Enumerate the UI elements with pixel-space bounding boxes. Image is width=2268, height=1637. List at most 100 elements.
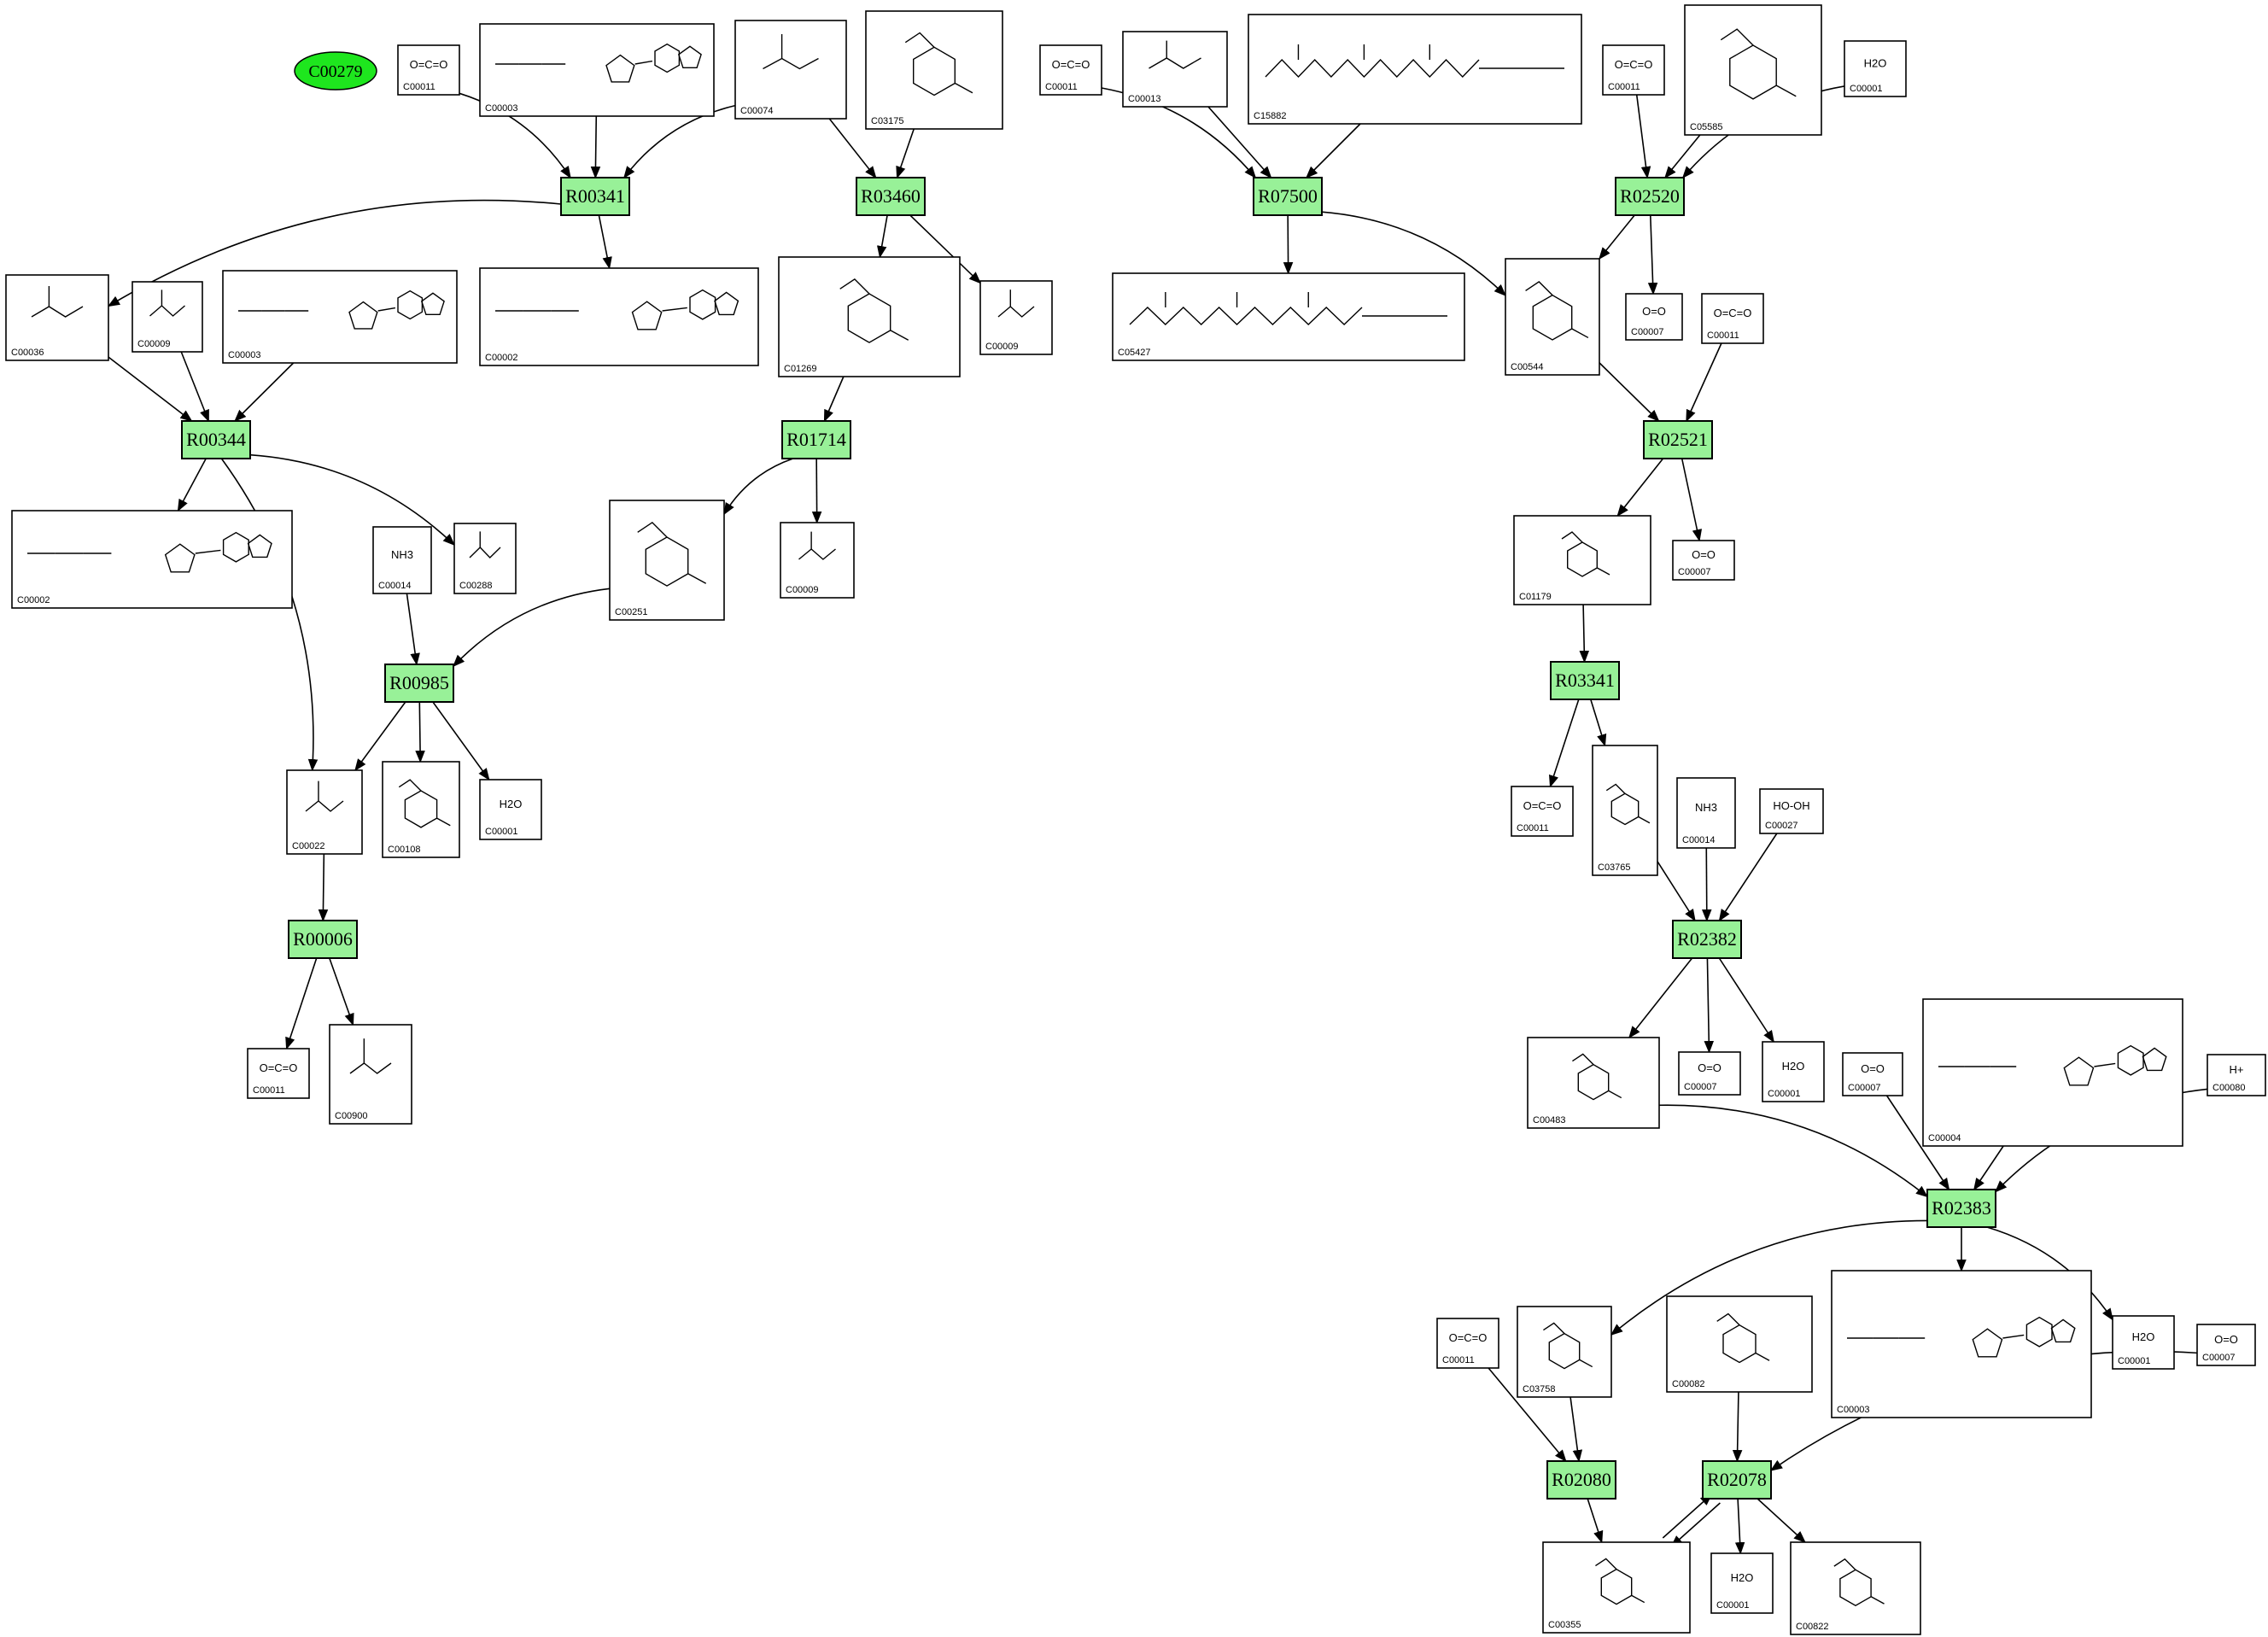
structure-polygon bbox=[654, 43, 681, 73]
compound-id: C00483 bbox=[1533, 1115, 1566, 1125]
compound-node-c17[interactable]: C05427 bbox=[1112, 272, 1465, 361]
reaction-node-r00344[interactable]: R00344 bbox=[181, 420, 251, 459]
structure-polyline bbox=[1608, 1090, 1622, 1099]
reaction-node-r07500[interactable]: R07500 bbox=[1253, 177, 1323, 216]
compound-node-c49[interactable]: C00355 bbox=[1542, 1541, 1691, 1634]
reaction-node-r03341[interactable]: R03341 bbox=[1550, 661, 1620, 700]
reaction-node-r02080[interactable]: R02080 bbox=[1546, 1460, 1616, 1500]
compound-node-c32[interactable]: C03765 bbox=[1592, 745, 1658, 876]
reaction-node-r02520[interactable]: R02520 bbox=[1615, 177, 1685, 216]
compound-node-c2[interactable]: C00003 bbox=[479, 23, 715, 117]
reaction-node-r02521[interactable]: R02521 bbox=[1643, 420, 1713, 459]
compound-id: C00001 bbox=[1850, 84, 1883, 94]
compound-node-c37[interactable]: C00483 bbox=[1527, 1037, 1660, 1129]
compound-node-c16[interactable]: C00009 bbox=[979, 280, 1053, 355]
compound-node-c46[interactable]: C00003 bbox=[1831, 1270, 2092, 1418]
edge-R01714-c25 bbox=[811, 458, 822, 524]
structure-polyline bbox=[955, 82, 973, 94]
compound-node-c26[interactable]: C01179 bbox=[1513, 515, 1651, 605]
compound-formula: H2O bbox=[1782, 1060, 1805, 1073]
structure-line bbox=[377, 307, 396, 312]
root-compound-node[interactable]: C00279 bbox=[294, 51, 377, 91]
reaction-node-r02078[interactable]: R02078 bbox=[1702, 1460, 1772, 1500]
structure-polygon bbox=[677, 45, 702, 69]
edge-R02080-c49 bbox=[1587, 1498, 1604, 1544]
compound-node-c3[interactable]: C00074 bbox=[734, 20, 847, 120]
structure-polygon bbox=[1839, 1569, 1872, 1607]
compound-node-c21[interactable]: C00002 bbox=[11, 510, 293, 609]
compound-formula: H2O bbox=[2132, 1330, 2155, 1343]
compound-node-c29[interactable]: C00108 bbox=[382, 761, 460, 858]
compound-node-c25[interactable]: C00009 bbox=[780, 522, 855, 599]
compound-node-c41[interactable]: C00004 bbox=[1922, 998, 2183, 1147]
compound-node-c14[interactable]: C00002 bbox=[479, 267, 759, 366]
structure-polyline bbox=[1631, 1594, 1645, 1604]
reaction-node-r02383[interactable]: R02383 bbox=[1926, 1189, 1996, 1228]
compound-node-c6[interactable]: C00013 bbox=[1122, 31, 1228, 108]
edge-R03341-c32 bbox=[1590, 699, 1607, 747]
edge-c28-R00006 bbox=[318, 853, 329, 922]
reaction-node-r00341[interactable]: R00341 bbox=[560, 177, 630, 216]
compound-node-c13[interactable]: C00003 bbox=[222, 270, 458, 364]
compound-id: C00004 bbox=[1928, 1133, 1961, 1143]
compound-node-c15[interactable]: C01269 bbox=[778, 256, 961, 377]
structure-polyline bbox=[1776, 85, 1797, 97]
reaction-node-r02382[interactable]: R02382 bbox=[1672, 920, 1742, 959]
structure-polygon bbox=[1722, 1324, 1757, 1364]
compound-node-c12[interactable]: C00009 bbox=[132, 281, 203, 353]
reaction-node-r03460[interactable]: R03460 bbox=[856, 177, 926, 216]
compound-node-c36[interactable]: C00900 bbox=[329, 1024, 412, 1125]
compound-node-c18[interactable]: C00544 bbox=[1505, 258, 1600, 376]
reaction-label: R02080 bbox=[1552, 1469, 1611, 1490]
compound-node-c42[interactable]: H+C00080 bbox=[2207, 1054, 2266, 1096]
edge-c45-R02078 bbox=[1732, 1391, 1743, 1463]
compound-formula: HO-OH bbox=[1773, 799, 1809, 812]
reaction-label: R03460 bbox=[861, 185, 921, 207]
structure-polyline bbox=[1605, 783, 1626, 794]
compound-node-c22[interactable]: C00288 bbox=[453, 523, 517, 594]
compound-id: C00003 bbox=[485, 103, 518, 114]
compound-node-c7[interactable]: C15882 bbox=[1248, 14, 1582, 125]
compound-node-c24[interactable]: C00251 bbox=[609, 500, 725, 621]
structure-polyline bbox=[1561, 531, 1583, 543]
compound-id: C00080 bbox=[2212, 1083, 2246, 1093]
reaction-label: R02521 bbox=[1648, 429, 1708, 450]
compound-node-c45[interactable]: C00082 bbox=[1666, 1295, 1813, 1393]
structure-polygon bbox=[2050, 1318, 2076, 1343]
structure-polygon bbox=[605, 54, 635, 83]
compound-node-c11[interactable]: C00036 bbox=[5, 274, 109, 361]
compound-node-c28[interactable]: C00022 bbox=[286, 769, 363, 855]
reaction-node-r00006[interactable]: R00006 bbox=[288, 920, 358, 959]
structure-polyline bbox=[1595, 1558, 1617, 1570]
reaction-node-r01714[interactable]: R01714 bbox=[781, 420, 851, 459]
edge-R03460-c15 bbox=[877, 214, 888, 259]
compound-node-c44[interactable]: C03758 bbox=[1517, 1306, 1612, 1398]
structure-polygon bbox=[912, 46, 956, 96]
compound-node-c51[interactable]: C00822 bbox=[1790, 1541, 1921, 1635]
compound-node-c9[interactable]: C05585 bbox=[1684, 4, 1822, 136]
compound-node-c4[interactable]: C03175 bbox=[865, 10, 1003, 130]
compound-id: C03758 bbox=[1523, 1384, 1556, 1394]
structure-polygon bbox=[1577, 1063, 1610, 1101]
reaction-node-r00985[interactable]: R00985 bbox=[384, 664, 454, 703]
